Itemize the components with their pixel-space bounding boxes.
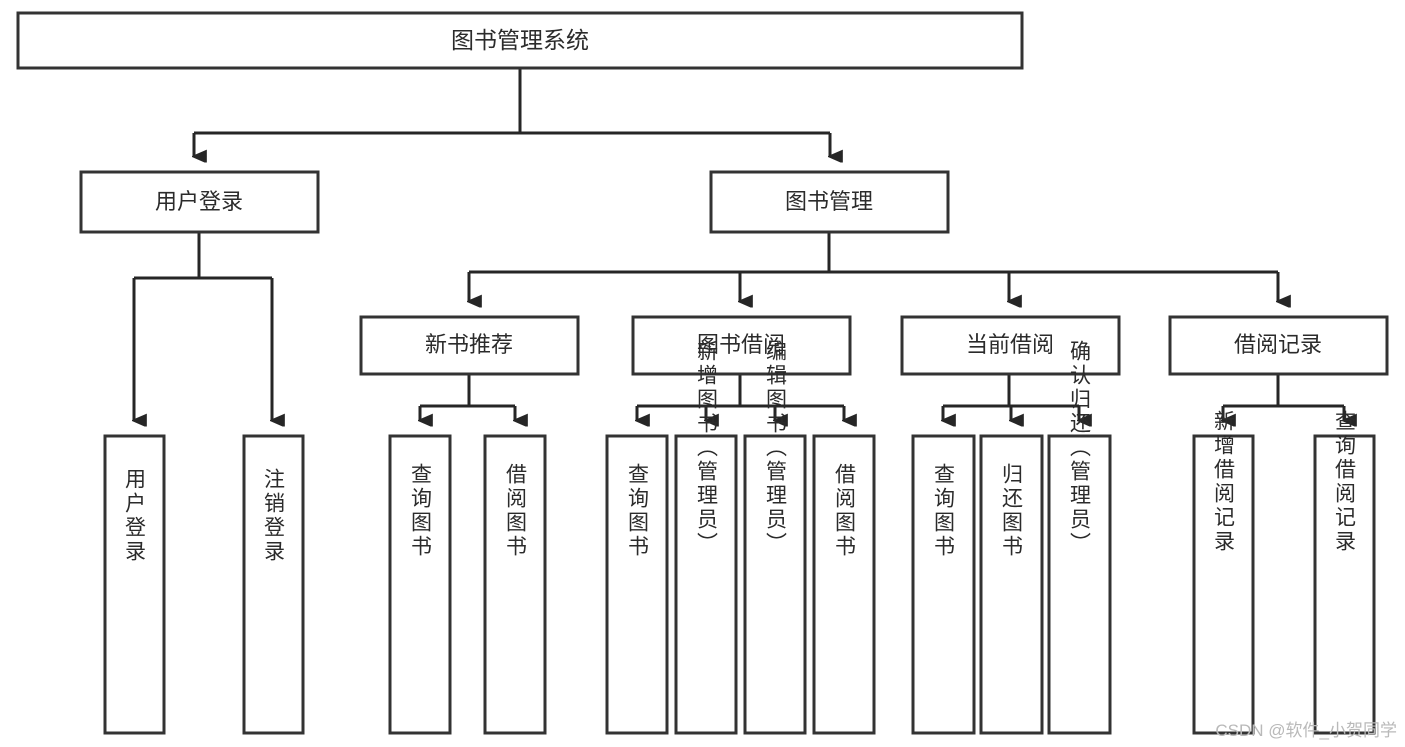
node-leaf-cb-query-book-rect[interactable] [911,434,976,735]
node-leaf-user-logout-label: 注销登录 [262,468,286,564]
node-leaf-cb-query-book-label: 查询图书 [932,463,956,559]
node-leaf-bb-borrow-book-label: 借阅图书 [833,463,857,559]
node-new-book-rec-label: 新书推荐 [425,332,513,357]
node-root[interactable]: 图书管理系统 [16,11,1024,70]
node-book-manage-rect[interactable] [709,170,950,234]
node-current-borrow[interactable]: 当前借阅 [900,315,1121,376]
node-leaf-user-login-rect[interactable] [103,434,166,735]
node-leaf-rec-borrow-book[interactable]: 借阅图书 [483,434,547,735]
node-leaf-cb-return-book[interactable]: 归还图书 [979,434,1044,735]
node-leaf-bb-add-book[interactable]: 新增图书（管理员） [674,340,738,735]
edge-group-root [194,68,830,156]
node-book-manage-label: 图书管理 [785,189,873,214]
node-user-login[interactable]: 用户登录 [79,170,320,234]
node-leaf-bb-query-book-label: 查询图书 [626,463,650,559]
node-leaf-bb-borrow-book[interactable]: 借阅图书 [812,434,876,735]
node-leaf-cb-confirm-return[interactable]: 确认归还（管理员） [1047,340,1112,735]
edge-group-user-login [134,232,272,420]
node-borrow-record-rect[interactable] [1168,315,1389,376]
node-new-book-rec-rect[interactable] [359,315,580,376]
node-leaf-cb-return-book-rect[interactable] [979,434,1044,735]
edge-group-book-borrow [637,374,844,420]
node-root-rect[interactable] [16,11,1024,70]
node-leaf-user-logout[interactable]: 注销登录 [242,434,305,735]
node-leaf-cb-confirm-return-label: 确认归还（管理员） [1068,340,1092,556]
node-leaf-user-logout-rect[interactable] [242,434,305,735]
node-leaf-user-login-label: 用户登录 [123,468,147,564]
node-user-login-rect[interactable] [79,170,320,234]
node-leaf-br-query-record[interactable]: 查询借阅记录 [1313,410,1376,735]
node-leaf-rec-query-book[interactable]: 查询图书 [388,434,452,735]
node-leaf-bb-add-book-rect[interactable] [674,434,738,735]
node-new-book-rec[interactable]: 新书推荐 [359,315,580,376]
node-leaf-bb-edit-book[interactable]: 编辑图书（管理员） [743,340,807,735]
node-leaf-br-add-record-label: 新增借阅记录 [1212,410,1236,554]
node-book-borrow-label: 图书借阅 [697,332,785,357]
node-borrow-record-label: 借阅记录 [1234,332,1322,357]
node-leaf-br-add-record[interactable]: 新增借阅记录 [1192,410,1255,735]
node-leaf-br-query-record-rect[interactable] [1313,434,1376,735]
node-leaf-br-query-record-label: 查询借阅记录 [1333,410,1357,554]
node-book-manage[interactable]: 图书管理 [709,170,950,234]
node-leaf-bb-query-book-rect[interactable] [605,434,669,735]
node-leaf-rec-borrow-book-label: 借阅图书 [504,463,528,559]
node-current-borrow-rect[interactable] [900,315,1121,376]
node-root-label: 图书管理系统 [451,27,589,53]
node-leaf-bb-query-book[interactable]: 查询图书 [605,434,669,735]
node-leaf-user-login[interactable]: 用户登录 [103,434,166,735]
csdn-watermark: CSDN @软件_小贺同学 [1215,721,1397,740]
node-leaf-cb-confirm-return-rect[interactable] [1047,434,1112,735]
node-leaf-br-add-record-rect[interactable] [1192,434,1255,735]
edge-group-book-manage [469,232,1278,301]
node-book-borrow[interactable]: 图书借阅 [631,315,852,376]
node-leaf-bb-edit-book-rect[interactable] [743,434,807,735]
node-leaf-rec-borrow-book-rect[interactable] [483,434,547,735]
node-user-login-label: 用户登录 [155,189,243,214]
node-leaf-rec-query-book-label: 查询图书 [409,463,433,559]
node-book-borrow-rect[interactable] [631,315,852,376]
edge-group-borrow-record [1223,374,1344,420]
node-leaf-bb-borrow-book-rect[interactable] [812,434,876,735]
node-leaf-rec-query-book-rect[interactable] [388,434,452,735]
edge-group-current-borrow [943,374,1079,420]
edge-group-new-book-rec [420,374,515,420]
node-leaf-bb-add-book-label: 新增图书（管理员） [695,340,719,556]
node-borrow-record[interactable]: 借阅记录 [1168,315,1389,376]
node-leaf-cb-return-book-label: 归还图书 [1000,463,1024,559]
node-leaf-bb-edit-book-label: 编辑图书（管理员） [764,340,788,556]
node-current-borrow-label: 当前借阅 [966,332,1054,357]
node-leaf-cb-query-book[interactable]: 查询图书 [911,434,976,735]
